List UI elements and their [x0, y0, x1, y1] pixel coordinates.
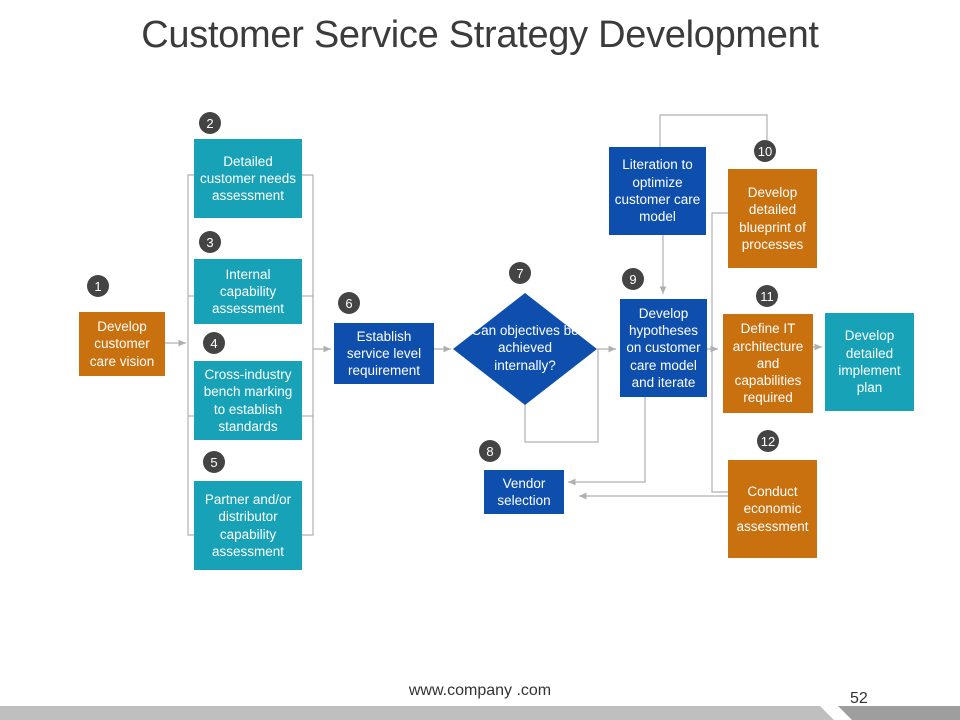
step-8-label: Vendor selection: [497, 475, 551, 508]
step-1-box: Develop customer care vision: [79, 312, 165, 376]
iteration-label: Literation to optimize customer care mod…: [614, 157, 701, 225]
step-5-label: Partner and/or distributor capability as…: [204, 491, 292, 559]
step-1-number-badge: 1: [87, 275, 109, 297]
step-5-box: Partner and/or distributor capability as…: [194, 481, 302, 570]
step-6-label: Establish service level requirement: [346, 328, 422, 379]
step-4-label: Cross-industry bench marking to establis…: [203, 366, 293, 434]
step-12-box: Conduct economic assessment: [728, 460, 817, 558]
step-8-number-badge: 8: [479, 440, 501, 462]
step-11-number-badge: 11: [756, 285, 778, 307]
step-9-number-badge: 9: [622, 268, 644, 290]
step-5-number-badge: 5: [203, 451, 225, 473]
step-1-label: Develop customer care vision: [89, 319, 155, 369]
step-10-label: Develop detailed blueprint of processes: [739, 184, 806, 252]
step-4-number-badge: 4: [203, 332, 225, 354]
footer-bar: [0, 706, 960, 720]
implement-plan-label: Develop detailed implement plan: [838, 328, 901, 396]
step-12-number-badge: 12: [757, 430, 779, 452]
implement-plan-box: Develop detailed implement plan: [825, 313, 914, 411]
iteration-box: Literation to optimize customer care mod…: [609, 147, 706, 235]
step-11-box: Define IT architecture and capabilities …: [723, 314, 813, 413]
decision-diamond: [453, 293, 597, 405]
step-3-box: Internal capability assessment: [194, 259, 302, 324]
step-4-box: Cross-industry bench marking to establis…: [194, 361, 302, 440]
step-11-label: Define IT architecture and capabilities …: [732, 321, 804, 406]
footer-url: www.company .com: [408, 682, 552, 699]
step-6-box: Establish service level requirement: [334, 323, 434, 384]
step-7-label: Can objectives be achieved internally?: [471, 323, 579, 373]
page-number: 52: [850, 690, 868, 707]
step-9-box: Develop hypotheses on customer care mode…: [620, 299, 707, 397]
step-7-number-badge: 7: [509, 262, 531, 284]
step-10-number-badge: 10: [754, 140, 776, 162]
step-2-number-badge: 2: [199, 112, 221, 134]
step-9-label: Develop hypotheses on customer care mode…: [626, 305, 701, 390]
step-6-number-badge: 6: [338, 292, 360, 314]
step-3-label: Internal capability assessment: [211, 266, 285, 317]
step-12-label: Conduct economic assessment: [736, 484, 809, 534]
page-title: Customer Service Strategy Development: [141, 14, 819, 56]
step-10-box: Develop detailed blueprint of processes: [728, 169, 817, 268]
step-3-number-badge: 3: [199, 231, 221, 253]
step-2-box: Detailed customer needs assessment: [194, 139, 302, 218]
step-2-label: Detailed customer needs assessment: [199, 153, 297, 204]
step-8-box: Vendor selection: [484, 470, 564, 514]
